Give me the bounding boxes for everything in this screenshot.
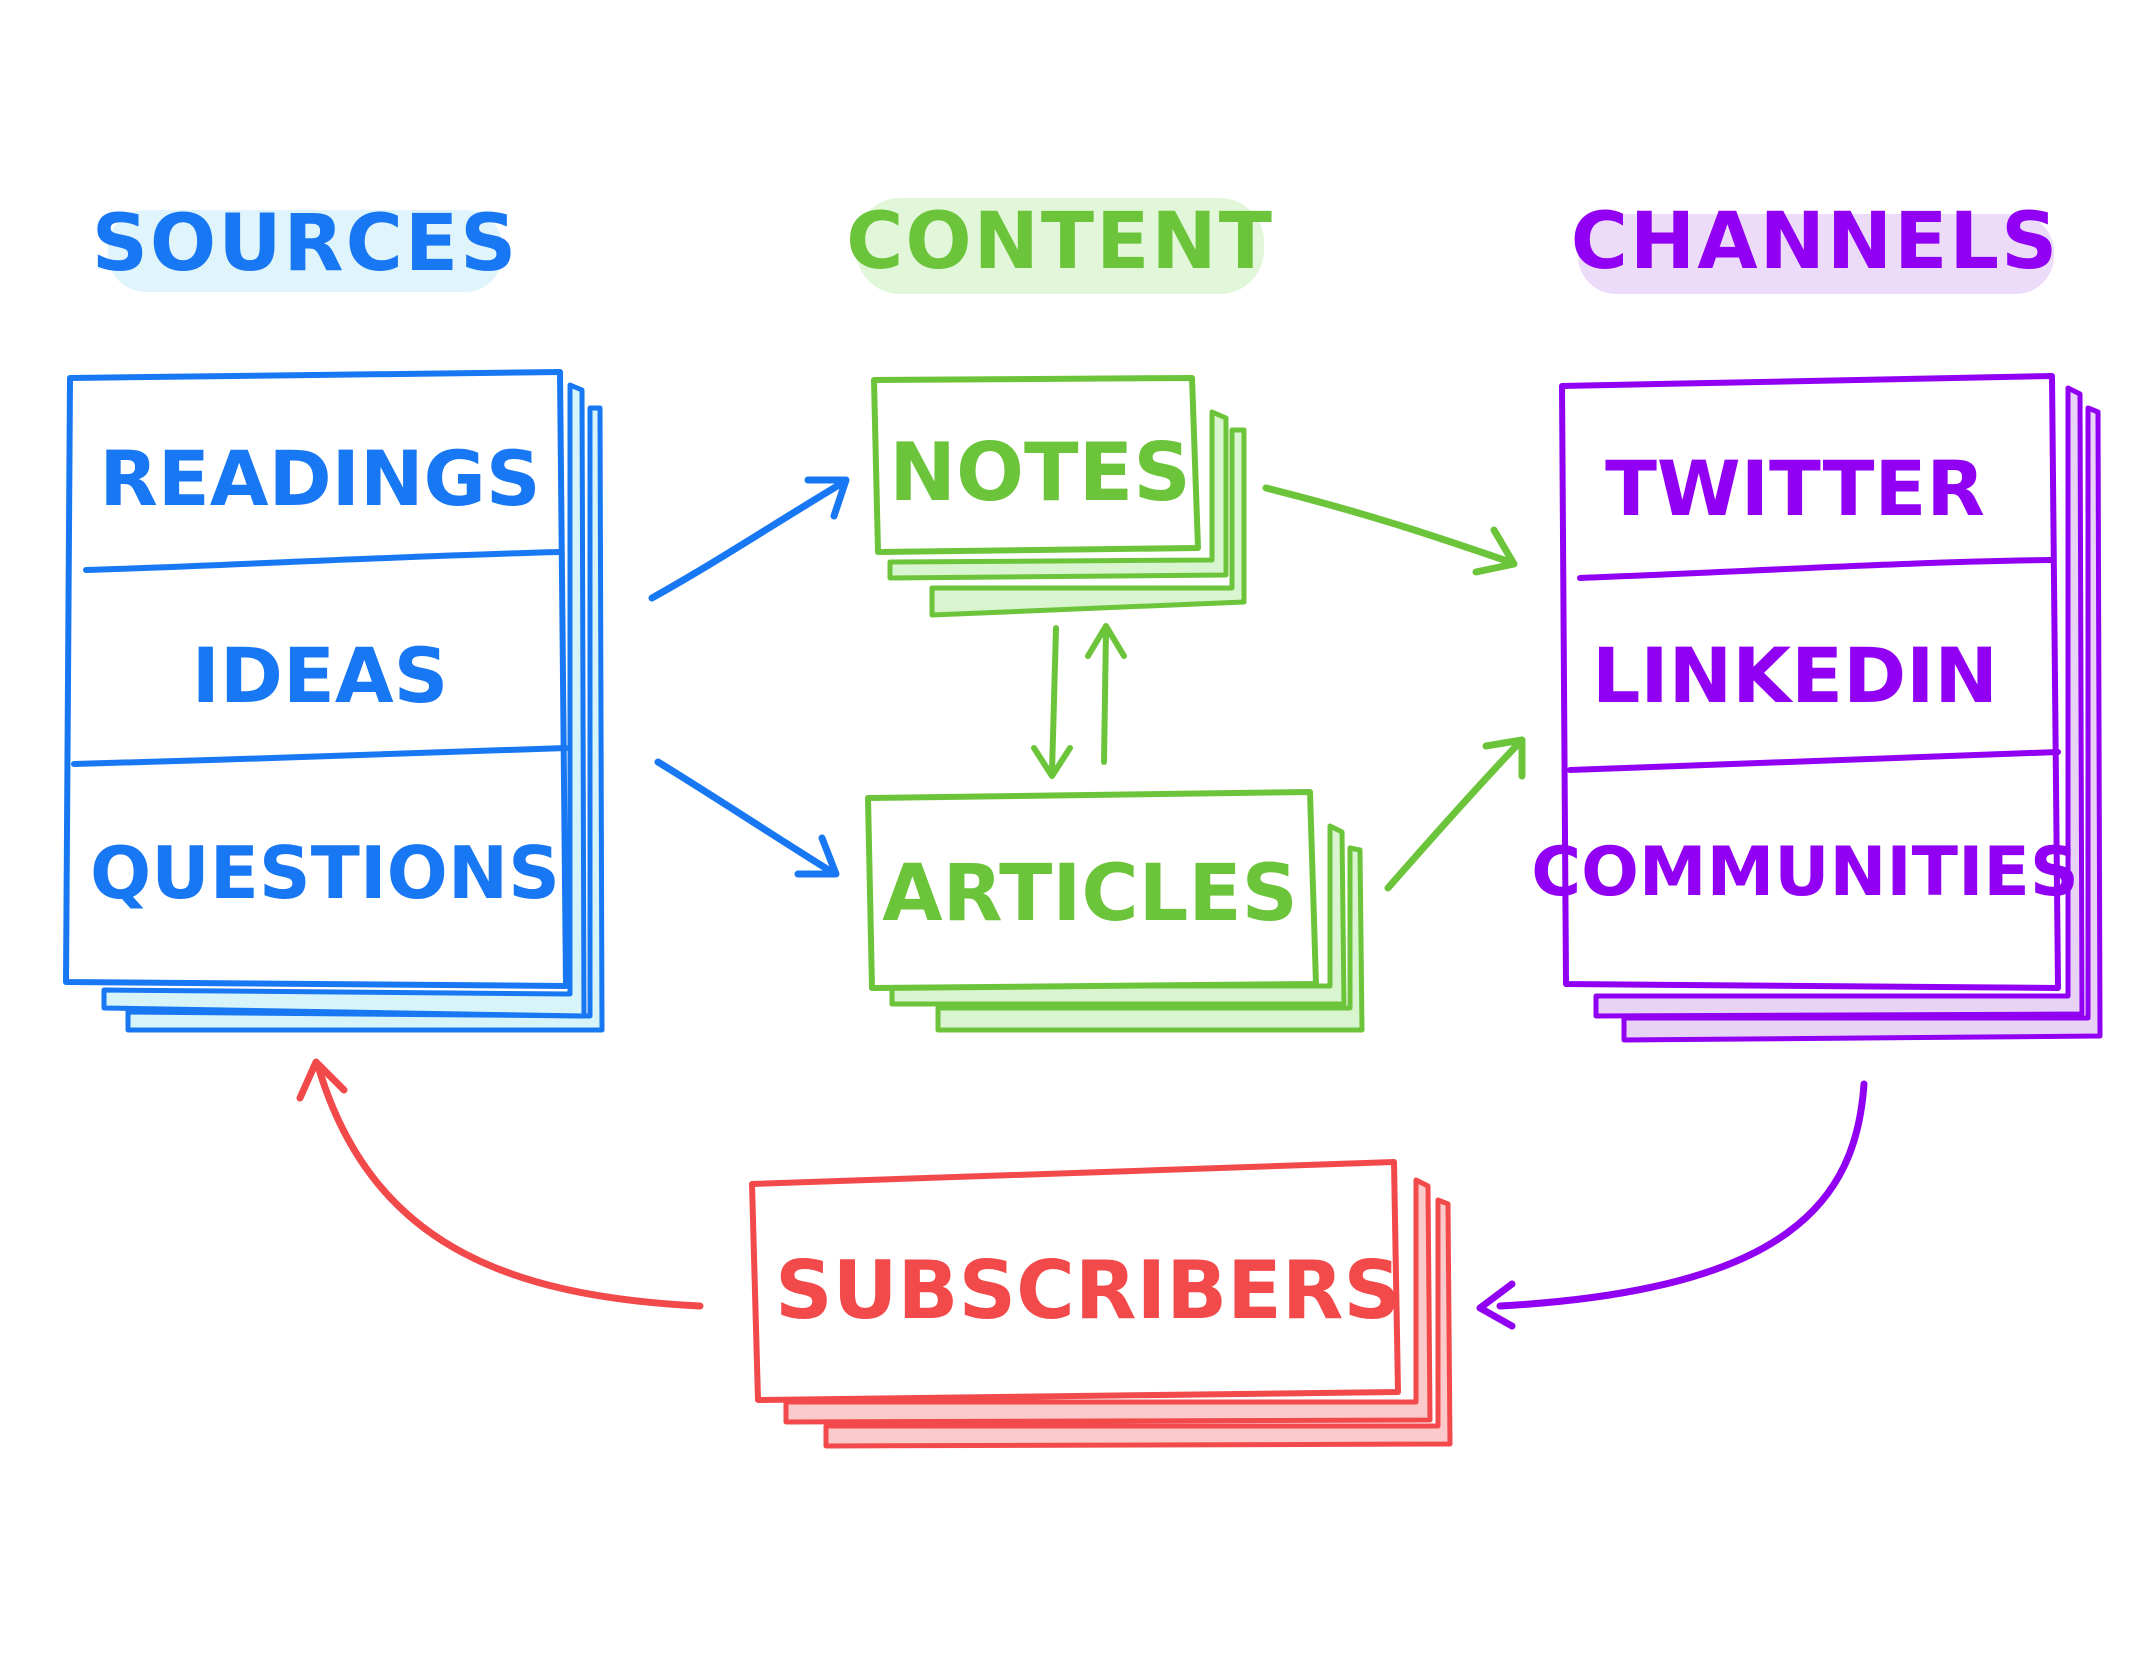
subscribers-back-sheet-2: [823, 1197, 1453, 1449]
articles-to-channels-arrow: [1384, 738, 1524, 892]
subscribers-group: SUBSCRIBERS: [749, 1159, 1453, 1449]
channels-item-twitter: TWITTER: [1605, 444, 1985, 533]
notes-to-articles-arrow: [1049, 625, 1059, 775]
channels-divider-1: [1577, 557, 2055, 581]
notes-card: [871, 375, 1201, 555]
channels-group: CHANNELS TWITTER LINKEDIN COMMUNITIES: [1531, 197, 2103, 1043]
content-group: CONTENT NOTES ARTICLES: [846, 197, 1365, 1033]
articles-back-sheet-2: [935, 845, 1365, 1033]
notes-to-channels-arrow: [1262, 484, 1514, 566]
articles-label: ARTICLES: [882, 849, 1298, 939]
sources-card: [63, 369, 569, 989]
arrow-icon: [1472, 526, 1518, 576]
channels-card: [1559, 373, 2061, 991]
sources-to-notes-arrow: [648, 478, 848, 602]
sources-item-questions: QUESTIONS: [90, 831, 560, 915]
arrow-icon: [1476, 1280, 1516, 1330]
sources-to-articles-arrow: [654, 758, 836, 876]
subscribers-card: [749, 1159, 1401, 1403]
articles-to-notes-arrow: [1101, 627, 1109, 765]
channels-heading-highlight: [1578, 214, 2054, 294]
sources-heading-highlight: [108, 210, 503, 292]
arrow-icon: [296, 1058, 348, 1102]
articles-card: [865, 789, 1319, 991]
channels-item-linkedin: LINKEDIN: [1592, 631, 1998, 720]
sources-back-sheet-2: [125, 405, 605, 1033]
channels-heading: CHANNELS: [1571, 197, 2060, 287]
sources-divider-1: [83, 549, 563, 573]
sources-heading: SOURCES: [92, 199, 519, 289]
channels-divider-2: [1567, 749, 2061, 773]
sources-item-ideas: IDEAS: [192, 631, 449, 720]
arrow-icon: [1085, 623, 1127, 659]
channels-to-subscribers-arrow: [1496, 1080, 1868, 1310]
subscribers-to-sources-arrow: [314, 1062, 704, 1310]
sources-divider-2: [71, 745, 569, 767]
sources-item-readings: READINGS: [99, 434, 540, 523]
content-heading-highlight: [856, 198, 1264, 294]
channels-back-sheet-1: [1593, 385, 2085, 1019]
arrow-icon: [804, 476, 850, 520]
subscribers-label: SUBSCRIBERS: [775, 1244, 1401, 1337]
content-heading: CONTENT: [846, 197, 1274, 287]
sources-back-sheet-1: [101, 382, 587, 1019]
sources-group: SOURCES READINGS IDEAS QUESTIONS: [63, 199, 605, 1033]
notes-back-sheet-1: [887, 409, 1229, 581]
notes-back-sheet-2: [929, 427, 1247, 618]
arrow-icon: [794, 834, 840, 878]
arrow-icon: [1031, 745, 1073, 779]
channels-item-communities: COMMUNITIES: [1531, 833, 2079, 912]
notes-label: NOTES: [889, 426, 1191, 519]
arrow-icon: [1482, 736, 1526, 780]
